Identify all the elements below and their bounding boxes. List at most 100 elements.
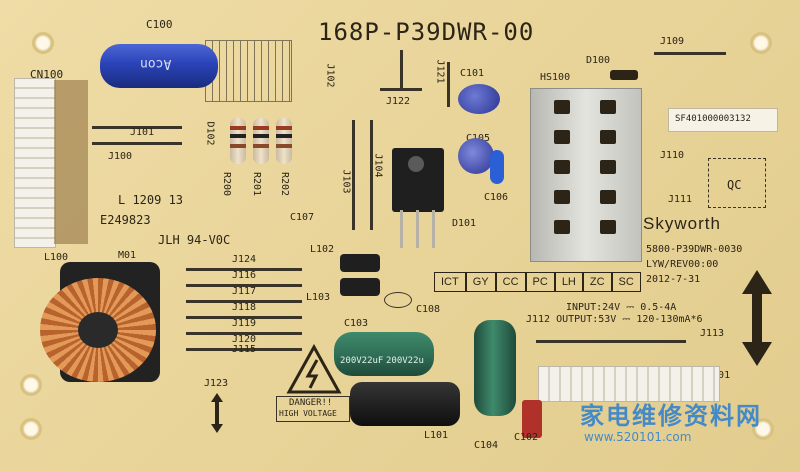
label-m01: M01 xyxy=(118,250,137,261)
jumper-j119 xyxy=(186,332,302,335)
capacitor-c105 xyxy=(458,138,494,174)
label-c101: C101 xyxy=(460,68,485,79)
mounting-hole-top-left xyxy=(32,32,54,54)
label-j117: J117 xyxy=(232,286,257,297)
date: 2012-7-31 xyxy=(646,274,701,285)
heatsink-hole xyxy=(600,160,616,174)
sticker: SF401000003132 xyxy=(668,108,778,132)
label-j120: J120 xyxy=(232,334,257,345)
label-j104: J104 xyxy=(372,153,384,178)
transistor-d101 xyxy=(392,148,444,212)
mounting-hole-left xyxy=(20,374,42,396)
label-j110: J110 xyxy=(660,150,685,161)
heatsink-hole xyxy=(554,160,570,174)
label-j122: J122 xyxy=(386,96,411,107)
resistor-r200 xyxy=(230,118,246,164)
mounting-hole-top-right xyxy=(750,32,772,54)
label-j123: J123 xyxy=(204,378,229,389)
heatsink-hole xyxy=(554,190,570,204)
terminal-sc: SC xyxy=(611,272,641,292)
transistor-lead-2 xyxy=(416,210,419,248)
label-c102: C102 xyxy=(514,432,539,443)
jumper-j101 xyxy=(92,126,182,129)
terminal-lh: LH xyxy=(554,272,583,292)
brand: Skyworth xyxy=(643,214,721,233)
inductor-l103 xyxy=(340,278,380,296)
capacitor-c104-green xyxy=(474,320,516,416)
label-l103: L103 xyxy=(306,292,331,303)
label-j113: J113 xyxy=(700,328,725,339)
capacitor-c101 xyxy=(458,84,500,114)
label-j121: J121 xyxy=(434,59,446,84)
choke-l100-toroid xyxy=(40,278,156,382)
terminal-gy: GY xyxy=(465,272,496,292)
connector-cn100 xyxy=(14,78,56,248)
label-j101: J101 xyxy=(130,127,155,138)
jumper-j120 xyxy=(186,348,302,351)
jumper-j117 xyxy=(186,300,302,303)
heatsink-hole xyxy=(554,100,570,114)
label-j116: J116 xyxy=(232,270,257,281)
label-d102: D102 xyxy=(204,121,216,146)
heatsink-hole xyxy=(600,100,616,114)
input-spec: INPUT:24V ⎓ 0.5-4A xyxy=(566,302,677,313)
label-j111: J111 xyxy=(668,194,693,205)
inductor-l102 xyxy=(340,254,380,272)
sticker-text: SF401000003132 xyxy=(675,114,751,124)
label-l102: L102 xyxy=(310,244,335,255)
ul-number: E249823 xyxy=(100,213,151,227)
double-arrow-small-icon xyxy=(211,393,223,433)
danger-line-2: HIGH VOLTAGE xyxy=(279,409,337,418)
date-code: L 1209 13 xyxy=(118,193,184,207)
label-j102: J102 xyxy=(324,63,336,88)
label-j119: J119 xyxy=(232,318,257,329)
transistor-lead-3 xyxy=(432,210,435,248)
label-hs100: HS100 xyxy=(540,72,571,83)
label-c108: C108 xyxy=(416,304,441,315)
resistor-r202 xyxy=(276,118,292,164)
label-r201: R201 xyxy=(251,172,262,197)
connector-cn100-shadow xyxy=(54,80,88,244)
capacitor-c103-text-1: 200V22uF xyxy=(340,356,384,366)
rating: JLH 94-V0C xyxy=(158,233,231,247)
terminal-cc: CC xyxy=(495,272,526,292)
heatsink-hs100 xyxy=(530,88,642,262)
revision: LYW/REV00:00 xyxy=(646,259,719,270)
resistor-r201 xyxy=(253,118,269,164)
c100-hatch xyxy=(205,40,292,102)
label-c107: C107 xyxy=(290,212,315,223)
jumper-j109 xyxy=(654,52,726,55)
jumper-j118 xyxy=(186,316,302,319)
capacitor-c106 xyxy=(490,150,504,184)
label-j124: J124 xyxy=(232,254,257,265)
jumper-j122 xyxy=(400,50,403,90)
label-c100: C100 xyxy=(146,18,173,31)
label-r202: R202 xyxy=(279,172,290,197)
label-j115: J115 xyxy=(232,344,257,355)
transistor-lead-1 xyxy=(400,210,403,248)
qc-box xyxy=(708,158,766,208)
capacitor-c103-text-2: 200V22u xyxy=(386,356,424,366)
label-j103: J103 xyxy=(340,169,352,194)
label-d100: D100 xyxy=(586,55,611,66)
high-voltage-warning-icon xyxy=(286,344,342,394)
output-spec: J112 OUTPUT:53V ⎓ 120-130mA*6 xyxy=(526,314,703,325)
jumper-j104 xyxy=(370,120,373,230)
inductor-l101 xyxy=(350,382,460,426)
heatsink-hole xyxy=(554,130,570,144)
double-arrow-icon xyxy=(742,270,772,366)
mounting-hole-bottom-left xyxy=(20,418,42,440)
label-j109: J109 xyxy=(660,36,685,47)
capacitor-c100-text: Acon xyxy=(140,56,172,71)
terminal-pc: PC xyxy=(525,272,555,292)
heatsink-hole xyxy=(600,130,616,144)
danger-label-box: DANGER!! HIGH VOLTAGE xyxy=(276,396,350,422)
terminal-zc: ZC xyxy=(582,272,612,292)
jumper-j122-bar xyxy=(380,88,422,91)
watermark-url: www.520101.com xyxy=(584,430,692,444)
jumper-j100 xyxy=(92,142,182,145)
c108-outline xyxy=(384,292,412,308)
capacitor-c103-green: 200V22uF 200V22u xyxy=(334,332,434,376)
label-j118: J118 xyxy=(232,302,257,313)
